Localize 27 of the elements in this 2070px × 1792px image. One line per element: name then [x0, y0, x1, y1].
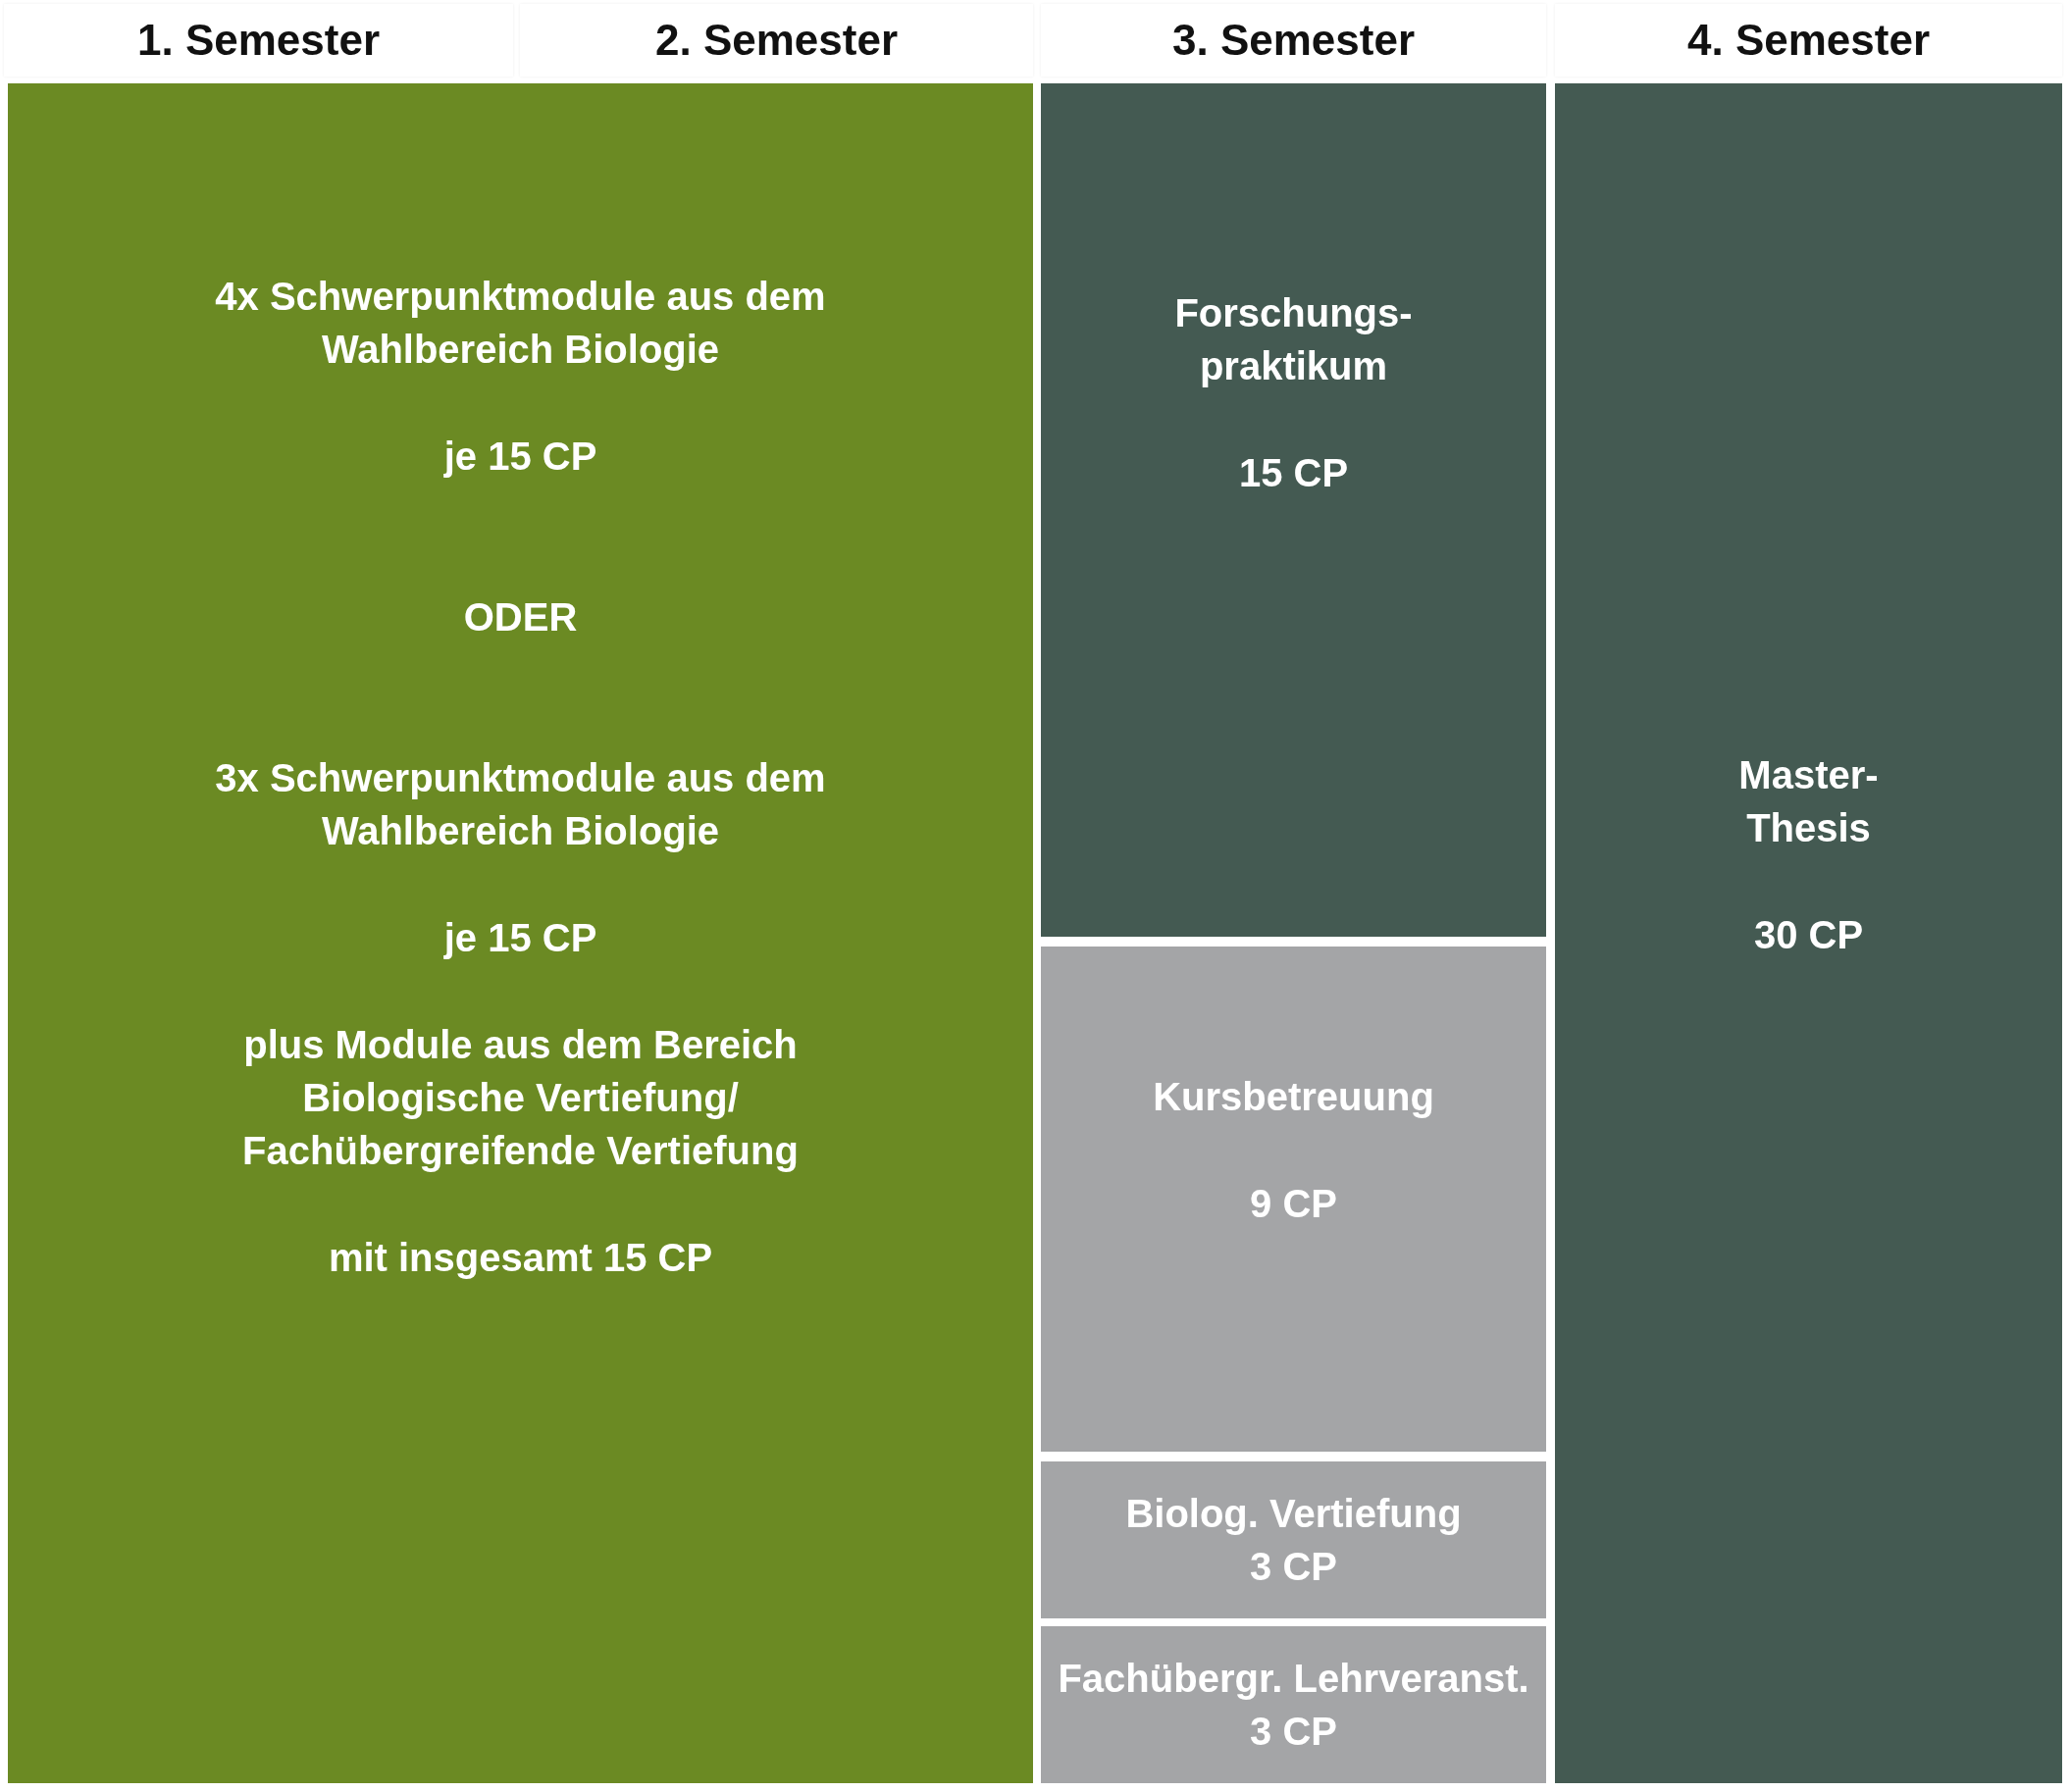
- module-text: 3 CP: [1250, 1544, 1337, 1590]
- semester-heading: 4. Semester: [1555, 4, 2062, 77]
- module-block: [1041, 947, 1546, 1452]
- semester-heading: 2. Semester: [520, 4, 1033, 77]
- module-text: Biolog. Vertiefung: [1125, 1491, 1462, 1537]
- module-text: 30 CP: [1753, 912, 1864, 958]
- module-block: [1041, 83, 1546, 937]
- module-text: 4x Schwerpunktmodule aus dem Wahlbereich Biologie: [214, 273, 827, 373]
- module-block: [8, 83, 1033, 1783]
- module-text: Kursbetreuung: [1153, 1074, 1434, 1120]
- module-text: Forschungs- praktikum: [1173, 289, 1414, 389]
- semester-heading: 1. Semester: [4, 4, 513, 77]
- module-text: je 15 CP: [443, 433, 597, 480]
- module-text: Master- Thesis: [1737, 752, 1880, 851]
- module-text: 15 CP: [1238, 449, 1349, 496]
- module-text: mit insgesamt 15 CP: [328, 1234, 713, 1281]
- module-text: plus Module aus dem Bereich Biologische Vertiefung/ Fachübergreifende Vertiefung: [241, 1021, 800, 1174]
- module-block: [1555, 83, 2062, 1783]
- module-block: [1041, 1461, 1546, 1618]
- module-text: 3x Schwerpunktmodule aus dem Wahlbereich Biologie: [214, 754, 827, 854]
- module-text: 9 CP: [1250, 1181, 1337, 1227]
- module-text: ODER: [463, 593, 578, 640]
- module-text: 3 CP: [1250, 1709, 1337, 1755]
- semester-heading: 3. Semester: [1041, 4, 1546, 77]
- module-block: [1041, 1626, 1546, 1783]
- module-text: je 15 CP: [443, 914, 597, 961]
- module-text: Fachübergr. Lehrveranst.: [1058, 1656, 1529, 1702]
